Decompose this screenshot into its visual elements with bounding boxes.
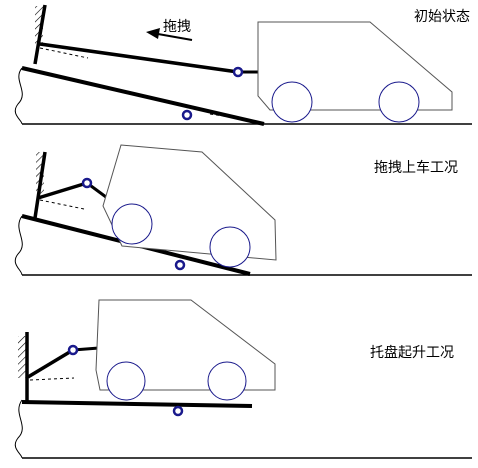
tray-platform [21,400,253,408]
dashed-line [209,113,256,122]
pull-arm [27,348,74,379]
pull-arm [39,42,239,74]
car-wheel [106,361,146,401]
pull-arrow-shaft [157,33,193,41]
post [33,151,47,219]
truck-edge [14,215,23,276]
dashed-line [29,377,75,381]
pivot-joint [81,177,93,189]
car-wheel [271,81,313,123]
pivot-joint [172,405,184,417]
panel-lifted [14,299,472,459]
pivot-joint [174,259,186,271]
car-wheel [111,203,153,245]
truck-edge [14,67,23,125]
truck-edge [14,399,23,459]
hatched-wall [36,152,44,194]
pull-direction-label: 拖拽 [163,19,191,35]
pull-arm [37,181,88,200]
stage-label-dragging: 拖拽上车工况 [374,160,458,176]
hatched-wall [35,6,43,48]
post [33,4,47,65]
pull-arrow-head [146,28,160,39]
dashed-line [39,199,85,210]
pivot-joint [232,66,244,78]
tilt-platform [21,66,265,126]
pivot-joint [181,109,193,121]
hatched-wall [18,336,26,378]
stage-label-initial: 初始状态 [414,9,470,25]
car-wheel [378,81,420,123]
dashed-line [39,47,89,59]
pivot-joint [67,344,79,356]
panel-dragging [14,144,472,276]
car-wheel [209,226,251,268]
car-wheel [207,361,247,401]
panel-initial [14,4,472,126]
stage-label-lifted: 托盘起升工况 [370,345,454,361]
